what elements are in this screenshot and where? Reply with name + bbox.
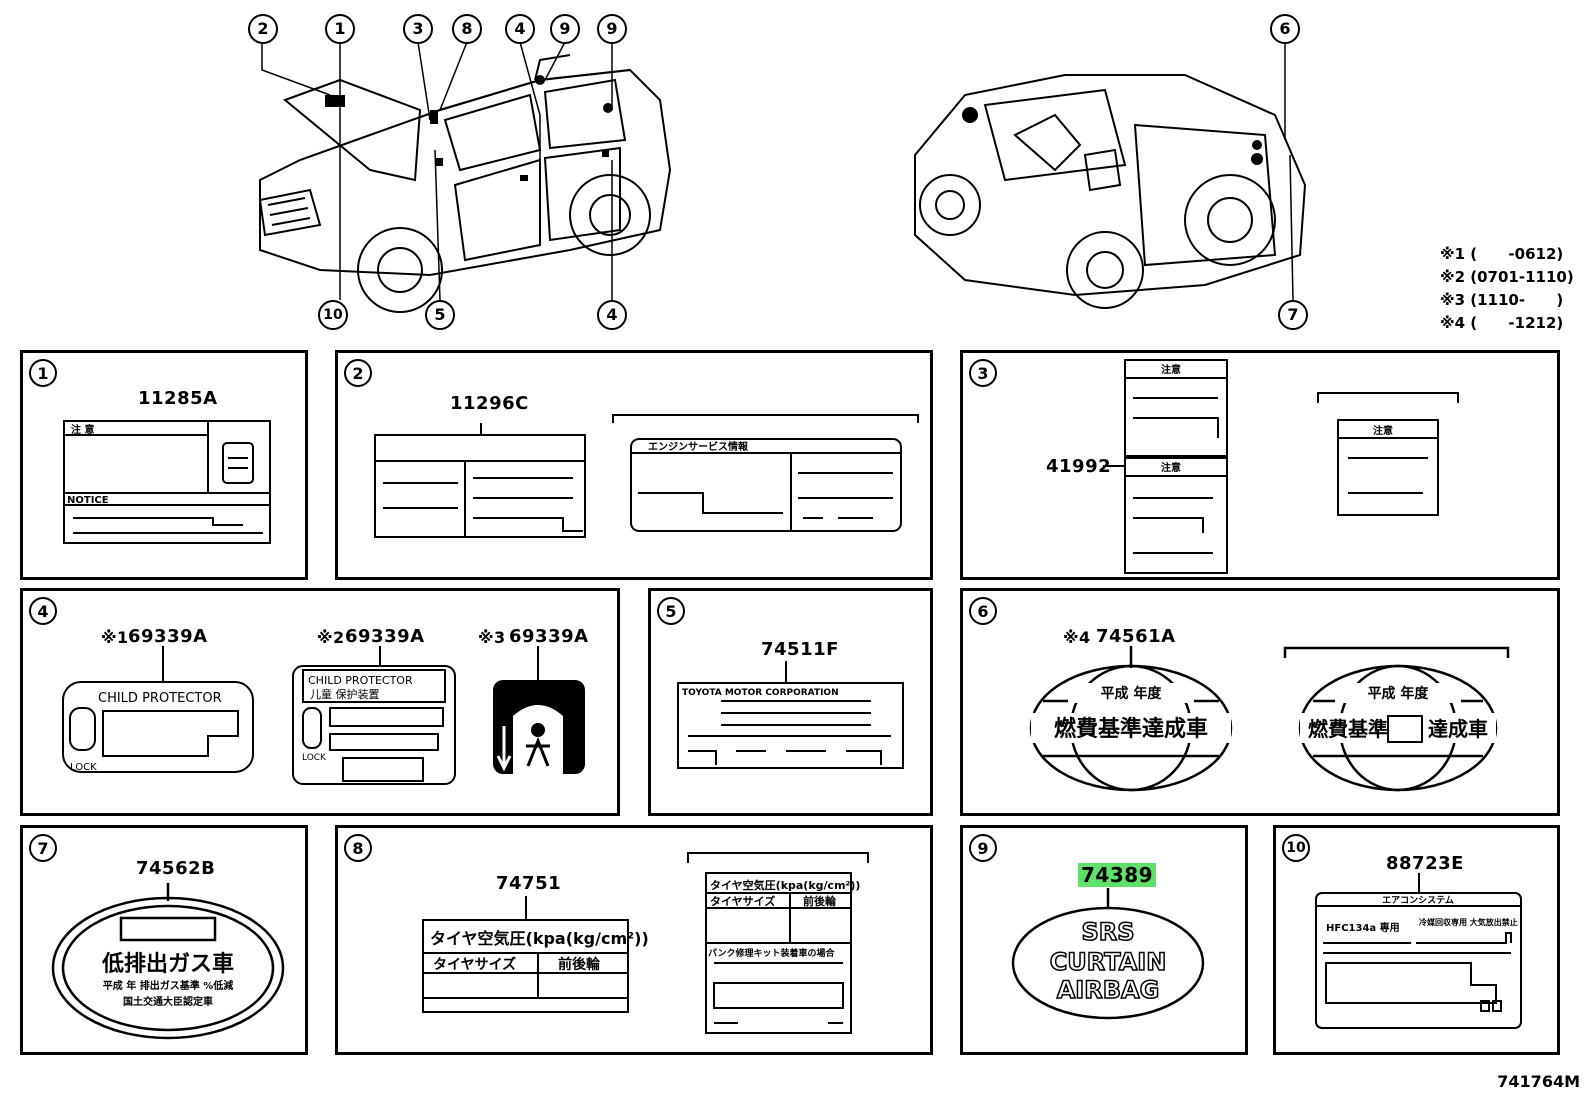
repair-kit-note: パンク修理キット装着車の場合	[708, 947, 835, 959]
part-number-highlighted: 74389	[1078, 863, 1157, 887]
label-drawing-11296C: エンジンサービス情報	[374, 414, 919, 538]
notice-text: NOTICE	[67, 495, 109, 506]
child-protector-title: CHILD PROTECTOR	[98, 691, 222, 706]
part-number: 41992	[1046, 456, 1112, 477]
part-number-b: 69339A	[345, 626, 425, 647]
panel-number: 10	[1282, 834, 1310, 862]
label-drawing-74751: タイヤ空気圧(kpa(kg/cm²)) タイヤサイズ 前後輪 タイヤ空気圧(kp…	[422, 852, 869, 1034]
child-protector-title-cn: 儿童 保护装置	[310, 687, 380, 701]
note-mark-3: ※3	[478, 628, 506, 647]
panel-10: 10 88723E エアコンシステム HFC134a 専用 冷媒回収専用 大気放…	[1273, 825, 1560, 1055]
srs-text: SRS	[1081, 918, 1134, 946]
label-drawing-74511F: TOYOTA MOTOR CORPORATION	[677, 661, 904, 769]
panel-number: 7	[29, 834, 57, 862]
label-drawing-11285A: 注 意 NOTICE	[63, 420, 271, 544]
callout-10: 10	[318, 300, 348, 330]
note-3: ※3 (1110- )	[1440, 291, 1564, 309]
note-1: ※1 ( -0612)	[1440, 245, 1564, 263]
curtain-text: CURTAIN	[1050, 948, 1167, 976]
diagram-id: 741764M	[1497, 1072, 1580, 1091]
alt-head: エンジンサービス情報	[648, 440, 749, 453]
alt-tire-size-col: タイヤサイズ	[710, 894, 775, 908]
panel-4: 4 ※1 69339A ※2 69339A ※3 69339A CHILD PR…	[20, 588, 620, 816]
callout-3: 3	[403, 14, 433, 44]
callout-2: 2	[248, 14, 278, 44]
note-mark-1: ※1	[101, 628, 129, 647]
part-number: 74511F	[761, 639, 839, 660]
warn-head: 注 意	[71, 423, 94, 436]
panel-7: 7 74562B 低排出ガス車 平成 年 排出ガス基準 %低減 国土交通大臣認定…	[20, 825, 308, 1055]
tire-size-col: タイヤサイズ	[433, 956, 516, 973]
callout-5: 5	[425, 300, 455, 330]
part-number: 74561A	[1096, 626, 1176, 647]
lock-b: LOCK	[302, 753, 327, 763]
tire-pressure-head: タイヤ空気圧(kpa(kg/cm²))	[430, 929, 649, 948]
panel-number: 8	[344, 834, 372, 862]
front-rear-col: 前後輪	[558, 956, 601, 973]
alt-fuel-year-line: 平成 年度	[1368, 685, 1430, 702]
panel-2: 2 11296C エンジンサービス情報	[335, 350, 933, 580]
vehicle-rear-view	[914, 74, 1307, 309]
panel-number: 4	[29, 597, 57, 625]
part-number: 88723E	[1386, 853, 1464, 874]
label-drawing-74389: SRS CURTAIN AIRBAG	[1011, 888, 1205, 1020]
alt-front-rear-col: 前後輪	[803, 894, 837, 908]
alt-fuel-standard-a: 燃費基準	[1308, 717, 1388, 741]
panel-1: 1 11285A 注 意 NOTICE	[20, 350, 308, 580]
part-number-a: 69339A	[128, 626, 208, 647]
alt-tire-pressure-head: タイヤ空気圧(kpa(kg/cm²))	[710, 878, 860, 892]
panel-number: 1	[29, 359, 57, 387]
fuel-standard-text: 燃費基準達成車	[1054, 716, 1208, 742]
alt-fuel-standard-b: 達成車	[1428, 717, 1488, 741]
airbag-text: AIRBAG	[1057, 976, 1160, 1004]
note-4: ※4 ( -1212)	[1440, 314, 1564, 332]
label-drawing-74561A: 平成 年度 燃費基準達成車 平成 年度 燃費基準 達成車	[1029, 646, 1510, 792]
child-protector-title-b: CHILD PROTECTOR	[308, 674, 413, 687]
callout-4b: 4	[597, 300, 627, 330]
part-number: 11296C	[450, 393, 529, 414]
maker-name: TOYOTA MOTOR CORPORATION	[682, 688, 839, 698]
note-2: ※2 (0701-1110)	[1440, 268, 1574, 286]
panel-number: 6	[969, 597, 997, 625]
ministry-cert-text: 国土交通大臣認定車	[123, 995, 213, 1008]
low-emission-text: 低排出ガス車	[101, 952, 234, 977]
refrigerant-text: HFC134a 専用	[1326, 921, 1400, 934]
callout-7: 7	[1278, 300, 1308, 330]
panel-number: 9	[969, 834, 997, 862]
panel-8: 8 74751 タイヤ空気圧(kpa(kg/cm²)) タイヤサイズ 前後輪 タ…	[335, 825, 933, 1055]
lock-a: LOCK	[70, 762, 97, 773]
note-mark-4: ※4	[1063, 628, 1091, 647]
panel-9: 9 74389 SRS CURTAIN AIRBAG	[960, 825, 1248, 1055]
label-drawing-69339A: CHILD PROTECTOR LOCK CHILD PROTECTOR 儿童 …	[62, 646, 585, 785]
callout-4: 4	[505, 14, 535, 44]
refrigerant-warning: 冷媒回収専用 大気放出禁止	[1419, 917, 1518, 927]
label-drawing-74562B: 低排出ガス車 平成 年 排出ガス基準 %低減 国土交通大臣認定車	[51, 883, 285, 1040]
panel-3: 3 41992 注意 注意 注意	[960, 350, 1560, 580]
panel-number: 2	[344, 359, 372, 387]
part-number: 11285A	[138, 388, 218, 409]
panel-6: 6 ※4 74561A 平成 年度 燃費基準達成車 平成 年度 燃費基準 達成車	[960, 588, 1560, 816]
note-mark-2: ※2	[317, 628, 345, 647]
part-number: 74562B	[136, 858, 216, 879]
panel-number: 5	[657, 597, 685, 625]
callout-9a: 9	[550, 14, 580, 44]
callout-8: 8	[452, 14, 482, 44]
label-drawing-88723E: エアコンシステム HFC134a 専用 冷媒回収専用 大気放出禁止	[1315, 873, 1522, 1029]
warn-small-3: 注意	[1373, 424, 1393, 437]
emission-standard-text: 平成 年 排出ガス基準 %低減	[103, 979, 233, 992]
callout-1: 1	[325, 14, 355, 44]
panel-number: 3	[969, 359, 997, 387]
warn-small-2: 注意	[1161, 461, 1181, 474]
callout-leaders	[261, 41, 1294, 301]
part-number-c: 69339A	[509, 626, 589, 647]
warn-small-1: 注意	[1161, 363, 1181, 376]
part-number: 74751	[496, 873, 562, 894]
panel-5: 5 74511F TOYOTA MOTOR CORPORATION	[648, 588, 933, 816]
label-drawing-41992: 注意 注意 注意	[1103, 359, 1459, 574]
callout-6: 6	[1270, 14, 1300, 44]
vehicle-front-view	[258, 54, 672, 313]
fuel-year-line: 平成 年度	[1101, 685, 1163, 702]
callout-9b: 9	[597, 14, 627, 44]
ac-system-head: エアコンシステム	[1382, 895, 1454, 906]
